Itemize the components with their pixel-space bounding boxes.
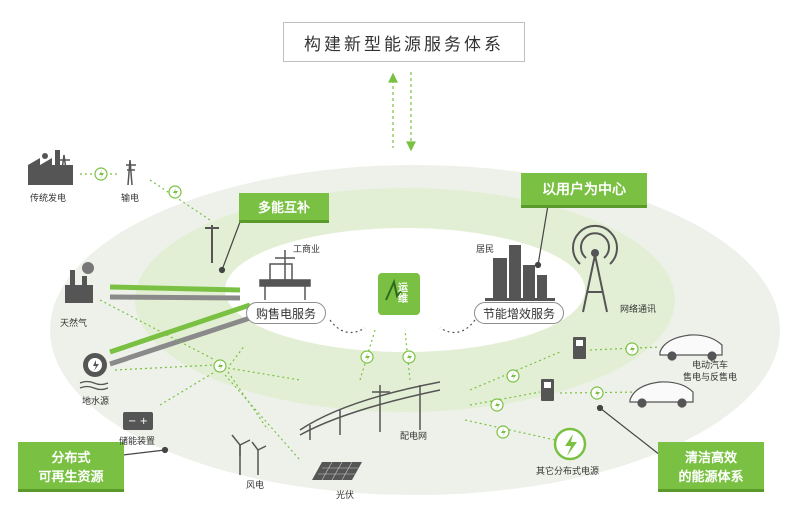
label-wind: 风电 xyxy=(246,481,265,491)
title-arrows xyxy=(388,72,416,152)
tag-distributed-line2: 可再生资源 xyxy=(38,469,104,485)
buildings-icon xyxy=(485,245,555,301)
battery-icon: − + xyxy=(123,412,153,430)
label-ev: 电动汽车 售电与反售电 xyxy=(683,360,737,384)
gas-plant-icon xyxy=(65,262,94,303)
lightning-glyphs xyxy=(99,170,635,437)
distribution-icon xyxy=(299,381,441,440)
tag-clean-line1: 清洁高效 xyxy=(684,450,737,466)
car-icon xyxy=(629,334,723,408)
label-distribution: 配电网 xyxy=(400,432,428,442)
pill-energy-saving: 节能增效服务 xyxy=(474,302,564,324)
label-natural-gas: 天然气 xyxy=(60,319,88,329)
charger-icon xyxy=(541,337,586,401)
tower-icon xyxy=(572,224,618,313)
tag-multi-energy: 多能互补 xyxy=(239,193,329,223)
page-title: 构建新型能源服务体系 xyxy=(283,22,525,62)
label-ev-line2: 售电与反售电 xyxy=(683,373,738,383)
tag-user-center: 以用户为中心 xyxy=(521,173,647,208)
label-geothermal: 地水源 xyxy=(82,397,110,407)
oil-rig-icon xyxy=(259,250,311,300)
tag-clean-efficient: 清洁高效 的能源体系 xyxy=(658,442,764,492)
logo-arrows xyxy=(329,319,476,334)
tag-connectors xyxy=(122,204,661,456)
logo-icon xyxy=(378,273,420,315)
transmission-bands xyxy=(109,284,251,367)
other-power-icon xyxy=(553,427,587,461)
dotted-connections xyxy=(80,173,661,461)
geothermal-icon xyxy=(79,353,109,391)
pylon-icon xyxy=(58,154,136,186)
tag-clean-line2: 的能源体系 xyxy=(678,469,744,485)
label-industry-commerce: 工商业 xyxy=(293,245,321,255)
pole-icon xyxy=(205,225,219,263)
label-storage: 储能装置 xyxy=(119,437,156,447)
tag-distributed: 分布式 可再生资源 xyxy=(18,442,124,492)
solar-panel-icon xyxy=(312,461,362,481)
tag-distributed-line1: 分布式 xyxy=(51,450,91,466)
lightning-markers xyxy=(94,167,639,439)
label-ev-line1: 电动汽车 xyxy=(692,361,729,371)
wind-turbine-icon xyxy=(231,434,267,475)
svg-text:− +: − + xyxy=(128,416,148,427)
label-traditional-power: 传统发电 xyxy=(30,194,67,204)
pill-purchase-service: 购售电服务 xyxy=(246,302,326,324)
label-residents: 居民 xyxy=(476,245,495,255)
label-solar: 光伏 xyxy=(336,491,355,501)
label-network-comm: 网络通讯 xyxy=(620,305,657,315)
logo-text: 运维 xyxy=(398,283,408,305)
label-other-distributed: 其它分布式电源 xyxy=(536,467,600,477)
label-transmission: 输电 xyxy=(121,194,140,204)
